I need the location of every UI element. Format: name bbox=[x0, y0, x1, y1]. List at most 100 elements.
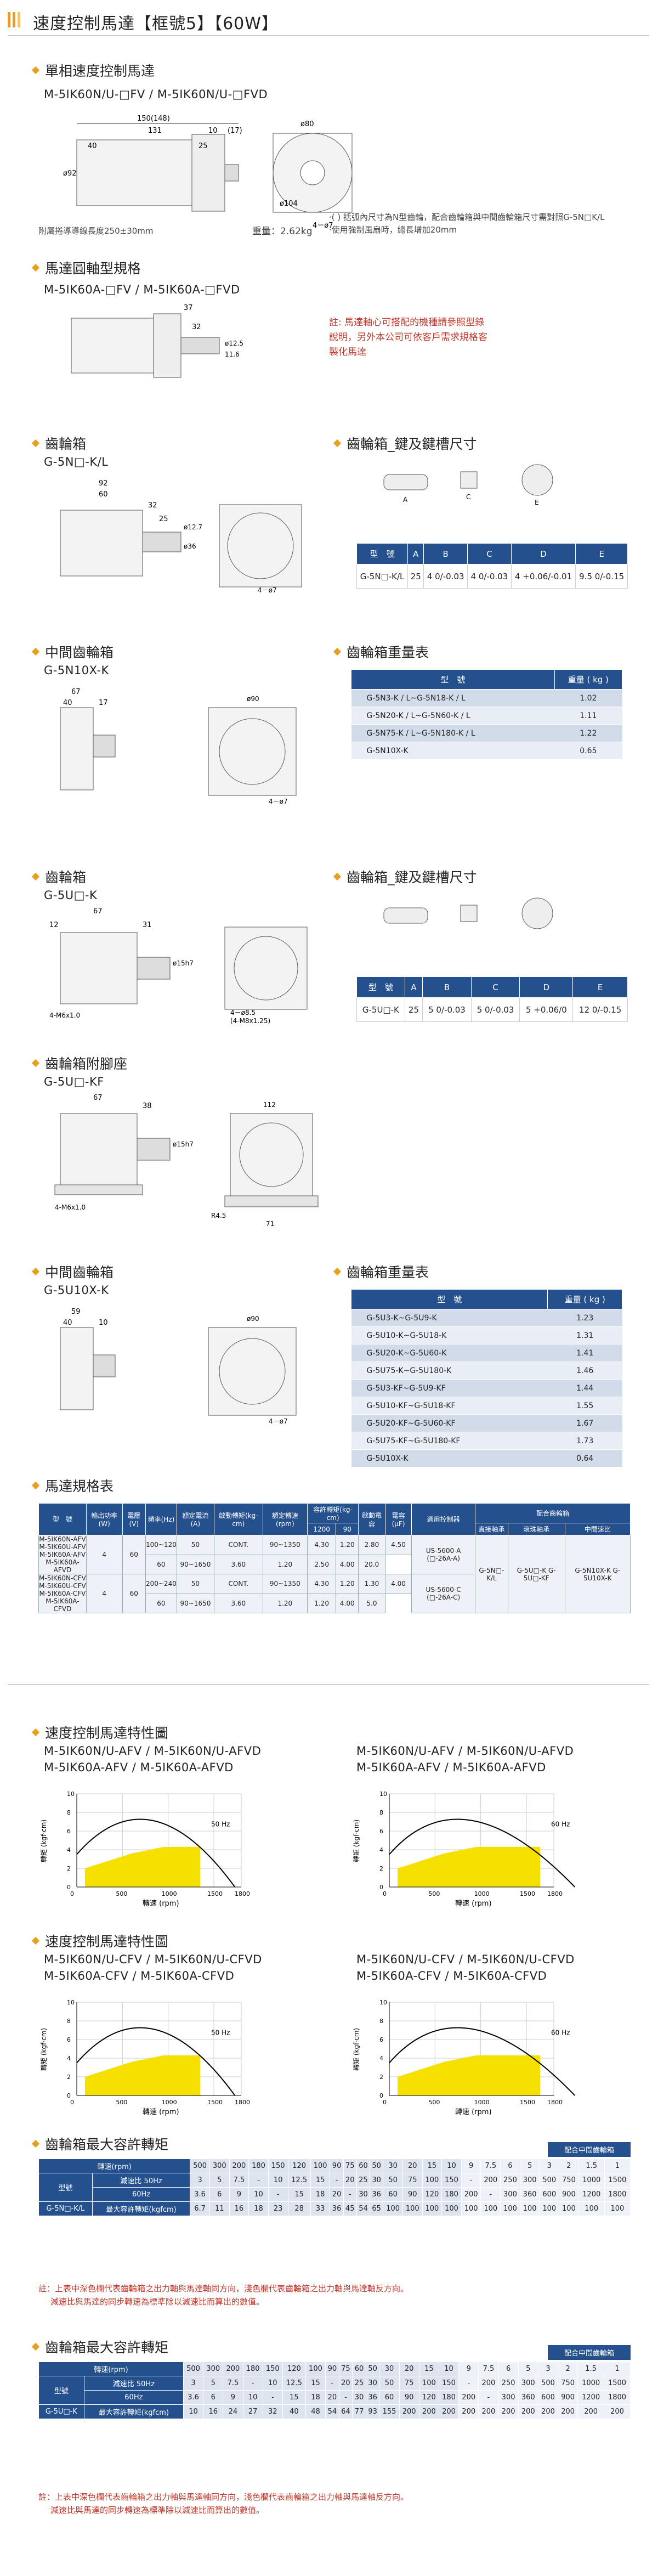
section-gearbox-u: 齒輪箱 bbox=[31, 867, 87, 886]
tt-ratio50-cell: 5 bbox=[203, 2376, 224, 2391]
tt-speed-cell: 9 bbox=[458, 2362, 479, 2376]
dim-s7-c: 10 bbox=[99, 1319, 108, 1327]
cell: 速度控制馬達特性圖 bbox=[45, 1725, 169, 1741]
chart-xtick: 1500 bbox=[207, 2099, 223, 2106]
tt-ratio60-cell: 6 bbox=[203, 2390, 224, 2405]
cell: 1.20 bbox=[307, 1593, 337, 1613]
cell: 5.0 bbox=[358, 1593, 385, 1613]
model-s9-1b: M-5IK60A-AFV / M-5IK60A-AFVD bbox=[44, 1761, 234, 1774]
tt-ratio60-cell: 60 bbox=[383, 2187, 403, 2202]
cell: US-5600-C (□-26A-C) bbox=[411, 1574, 475, 1613]
dim-s1-d2: 131 bbox=[148, 127, 162, 135]
tt-speed-cell: 7.5 bbox=[480, 2159, 501, 2173]
gearbox-u-drawing: 67 12 31 ø15h7 4-M6x1.0 4－ø8.5 (4-M8x1.2… bbox=[49, 907, 308, 1025]
note-s11: 註：上表中深色欄代表齒輪箱之出力軸與馬達軸同方向，淺色欄代表齒輪箱之出力軸與馬達… bbox=[38, 2282, 409, 2308]
tt-ratio60-cell: 3.6 bbox=[190, 2187, 210, 2202]
tt-ratio60-cell: - bbox=[338, 2390, 353, 2405]
cell: G-5U10X-K bbox=[351, 1449, 548, 1467]
cell: E bbox=[575, 543, 628, 564]
tt-ratio60-cell: 200 bbox=[458, 2390, 479, 2405]
chart-hz-label: 60 Hz bbox=[551, 2029, 570, 2037]
cell: 中間齒輪箱 bbox=[45, 645, 114, 660]
cell: 4 bbox=[86, 1535, 123, 1574]
model-s3: G-5N□-K/L bbox=[44, 455, 109, 468]
tt-ratio60-cell: 120 bbox=[422, 2187, 443, 2202]
tt-ratio50-cell: 20 bbox=[338, 2376, 353, 2391]
chart-hz-label: 50 Hz bbox=[211, 1821, 230, 1828]
model-s7: G-5U10X-K bbox=[44, 1284, 109, 1297]
tt-ratio60-cell: 600 bbox=[539, 2187, 560, 2202]
svg-text:E: E bbox=[535, 499, 539, 506]
tt-ratio50-cell: - bbox=[330, 2173, 344, 2188]
cell: M-5IK60U-CFV bbox=[39, 1582, 86, 1590]
tt-speed-cell: 7.5 bbox=[478, 2362, 499, 2376]
dim-s5-c: 31 bbox=[143, 921, 152, 929]
gearbox-n-drawing: 92 60 32 25 ø12.7 ø36 4－ø7 bbox=[60, 479, 302, 594]
tt-ratio60-cell: 9 bbox=[223, 2390, 243, 2405]
tt-max-cell: 93 bbox=[365, 2404, 380, 2419]
tt-ratio50-cell: 30 bbox=[365, 2376, 380, 2391]
tt-ratio60-cell: 18 bbox=[310, 2187, 331, 2202]
cell: 輸出功率(W) bbox=[86, 1503, 123, 1535]
section-weight-n: 齒輪箱重量表 bbox=[333, 642, 429, 662]
tt-speed-label: 轉速(rpm) bbox=[38, 2159, 191, 2173]
tt-ratio50-cell: 1000 bbox=[578, 2173, 605, 2188]
tt-speed-cell: 200 bbox=[229, 2159, 249, 2173]
tt-ratio50-cell: 3 bbox=[190, 2173, 210, 2188]
cell: M-5IK60A-AFVD bbox=[46, 1558, 80, 1574]
section-char-a: 速度控制馬達特性圖 bbox=[31, 1722, 169, 1742]
cell: 齒輪箱 bbox=[45, 869, 87, 885]
tt-speed-cell: 90 bbox=[330, 2159, 344, 2173]
section-mid-gearbox-u: 中間齒輪箱 bbox=[31, 1262, 114, 1281]
tt-ratio50-cell: 250 bbox=[498, 2376, 519, 2391]
tt-speed-cell: 50 bbox=[370, 2159, 384, 2173]
tt-ratio60-cell: 20 bbox=[325, 2390, 339, 2405]
tt-ratio50-cell: 150 bbox=[438, 2376, 460, 2391]
cell: 1.20 bbox=[336, 1574, 359, 1594]
chart-ytick: 10 bbox=[67, 1790, 75, 1798]
cell: 20.0 bbox=[358, 1554, 385, 1574]
note-s1-1: ‧( ) 括弧內尺寸為N型齒輪，配合齒輪箱與中間齒輪箱尺寸需對照G-5N□K/L bbox=[329, 212, 605, 222]
dim-s4-g: 4－ø7 bbox=[269, 798, 288, 805]
round-shaft-drawing: 37 32 ø12.5 11.6 bbox=[71, 304, 243, 378]
chart-ytick: 2 bbox=[67, 1865, 71, 1872]
tt-speed-cell: 5 bbox=[519, 2159, 540, 2173]
chart-curve bbox=[389, 2027, 576, 2096]
note-s12-2: 減速比與馬達的同步轉速為標準除以減速比而算出的數值。 bbox=[50, 2505, 265, 2515]
chart-xtick: 1800 bbox=[547, 1890, 563, 1897]
cell: 齒輪箱重量表 bbox=[347, 645, 429, 660]
tt-speed-cell: 180 bbox=[242, 2362, 263, 2376]
dim-s6-l: R4.5 bbox=[211, 1212, 226, 1219]
dim-s3-a: 92 bbox=[99, 479, 108, 488]
dim-s3-d: 25 bbox=[159, 515, 168, 523]
cell: 4.50 bbox=[384, 1535, 412, 1555]
cell: G-5U□-K bbox=[356, 997, 405, 1022]
tt-speed-cell: 100 bbox=[305, 2362, 326, 2376]
dim-s7-d: ø90 bbox=[247, 1315, 259, 1323]
dim-s6-g: ø15h7 bbox=[173, 1140, 194, 1148]
cell: D bbox=[519, 976, 574, 998]
chart-xlabel: 轉速 (rpm) bbox=[143, 1900, 179, 1908]
cell: 25 bbox=[404, 997, 423, 1022]
cell: 4.30 bbox=[307, 1535, 337, 1555]
tt-speed-cell: 60 bbox=[352, 2362, 366, 2376]
dim-s7-a: 59 bbox=[71, 1308, 81, 1316]
cell: M-5IK60N-CFV bbox=[39, 1574, 86, 1582]
tt-max-cell: 24 bbox=[223, 2404, 243, 2419]
cell: 重量 ( kg ) bbox=[554, 669, 623, 690]
tt-speed-cell: 2 bbox=[559, 2159, 579, 2173]
tt-ratio60-cell: 300 bbox=[498, 2390, 519, 2405]
chart-xtick: 1000 bbox=[162, 1890, 177, 1897]
cell: 1.20 bbox=[336, 1535, 359, 1555]
dim-s3-j: 4－ø7 bbox=[258, 586, 277, 594]
cell: 200~240 bbox=[145, 1574, 177, 1594]
note-s11-1: 註：上表中深色欄代表齒輪箱之出力軸與馬達軸同方向，淺色欄代表齒輪箱之出力軸與馬達… bbox=[38, 2284, 409, 2293]
tt-50hz-label: 減速比 50Hz bbox=[92, 2173, 191, 2188]
chart-ytick: 4 bbox=[67, 1846, 71, 1854]
tt-ratio60-cell: 1800 bbox=[604, 2187, 631, 2202]
chart-ytick: 8 bbox=[67, 2018, 71, 2025]
tt-max-cell: 100 bbox=[578, 2201, 605, 2216]
tt-ratio60-cell: 30 bbox=[352, 2390, 366, 2405]
